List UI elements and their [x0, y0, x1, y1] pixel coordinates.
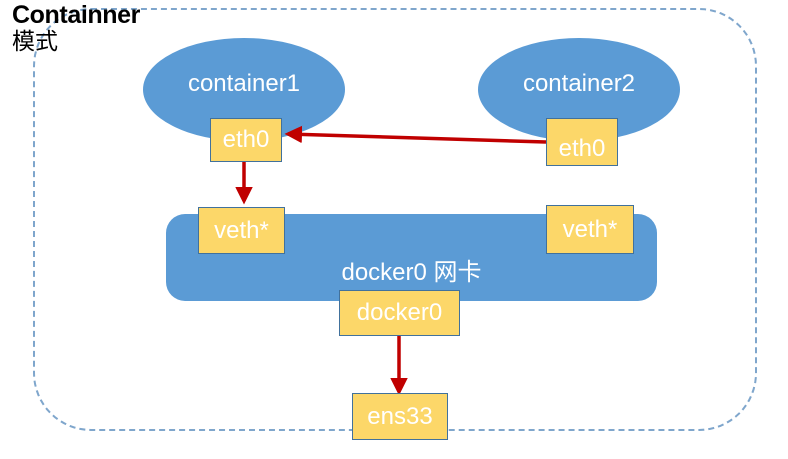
container1-eth0-label: eth0 — [222, 126, 270, 153]
ens33-box[interactable]: ens33 — [352, 393, 448, 440]
container2-eth0-box[interactable]: eth0 — [546, 118, 618, 166]
page-title-main: Containner — [12, 1, 140, 29]
docker0-bridge-label: docker0 网卡 — [341, 259, 482, 286]
veth-right-label: veth* — [562, 215, 618, 243]
veth-left-label: veth* — [214, 216, 269, 244]
page-title: Containner 模式 — [12, 1, 140, 55]
container2-eth0-label: eth0 — [558, 135, 606, 162]
docker0-interface-box[interactable]: docker0 — [339, 290, 460, 336]
container1-eth0-box[interactable]: eth0 — [210, 118, 282, 162]
container2-label: container2 — [522, 70, 636, 97]
page-title-sub: 模式 — [12, 28, 58, 55]
ens33-label: ens33 — [367, 402, 433, 430]
veth-right-box[interactable]: veth* — [546, 205, 634, 254]
docker0-interface-label: docker0 — [356, 299, 443, 326]
veth-left-box[interactable]: veth* — [198, 207, 285, 254]
container1-label: container1 — [187, 70, 301, 97]
